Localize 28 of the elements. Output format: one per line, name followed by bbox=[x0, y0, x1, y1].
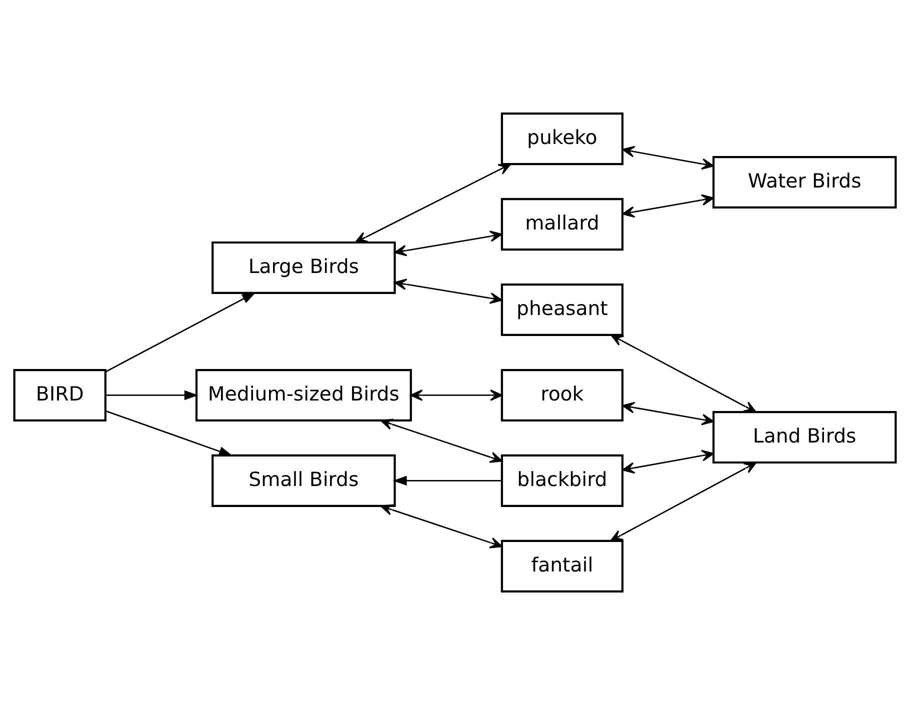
arrow bbox=[622, 401, 714, 425]
arrow bbox=[392, 475, 502, 486]
arrow bbox=[622, 194, 714, 218]
arrow bbox=[380, 504, 502, 548]
node-box: Land Birds bbox=[712, 410, 897, 464]
arrow bbox=[105, 390, 198, 400]
arrow bbox=[394, 278, 502, 304]
arrow bbox=[622, 145, 714, 170]
node-box: rook bbox=[500, 368, 624, 421]
node-box: BIRD bbox=[13, 368, 106, 421]
node-box: Medium-sized Birds bbox=[195, 368, 412, 421]
node-box: pheasant bbox=[500, 283, 624, 336]
node-box: Water Birds bbox=[712, 155, 897, 208]
arrow bbox=[354, 163, 512, 242]
arrow bbox=[610, 334, 756, 412]
arrow bbox=[394, 230, 502, 256]
arrow bbox=[622, 449, 714, 474]
arrow bbox=[105, 410, 233, 456]
node-box: Large Birds bbox=[212, 240, 396, 294]
node-box: blackbird bbox=[500, 454, 624, 506]
node-box: fantail bbox=[500, 539, 624, 592]
node-box: Small Birds bbox=[212, 454, 396, 506]
node-box: pukeko bbox=[500, 112, 624, 165]
arrow bbox=[105, 292, 256, 372]
node-box: mallard bbox=[500, 198, 624, 250]
arrow bbox=[410, 389, 502, 400]
arrow bbox=[610, 461, 757, 541]
arrow bbox=[380, 418, 502, 462]
